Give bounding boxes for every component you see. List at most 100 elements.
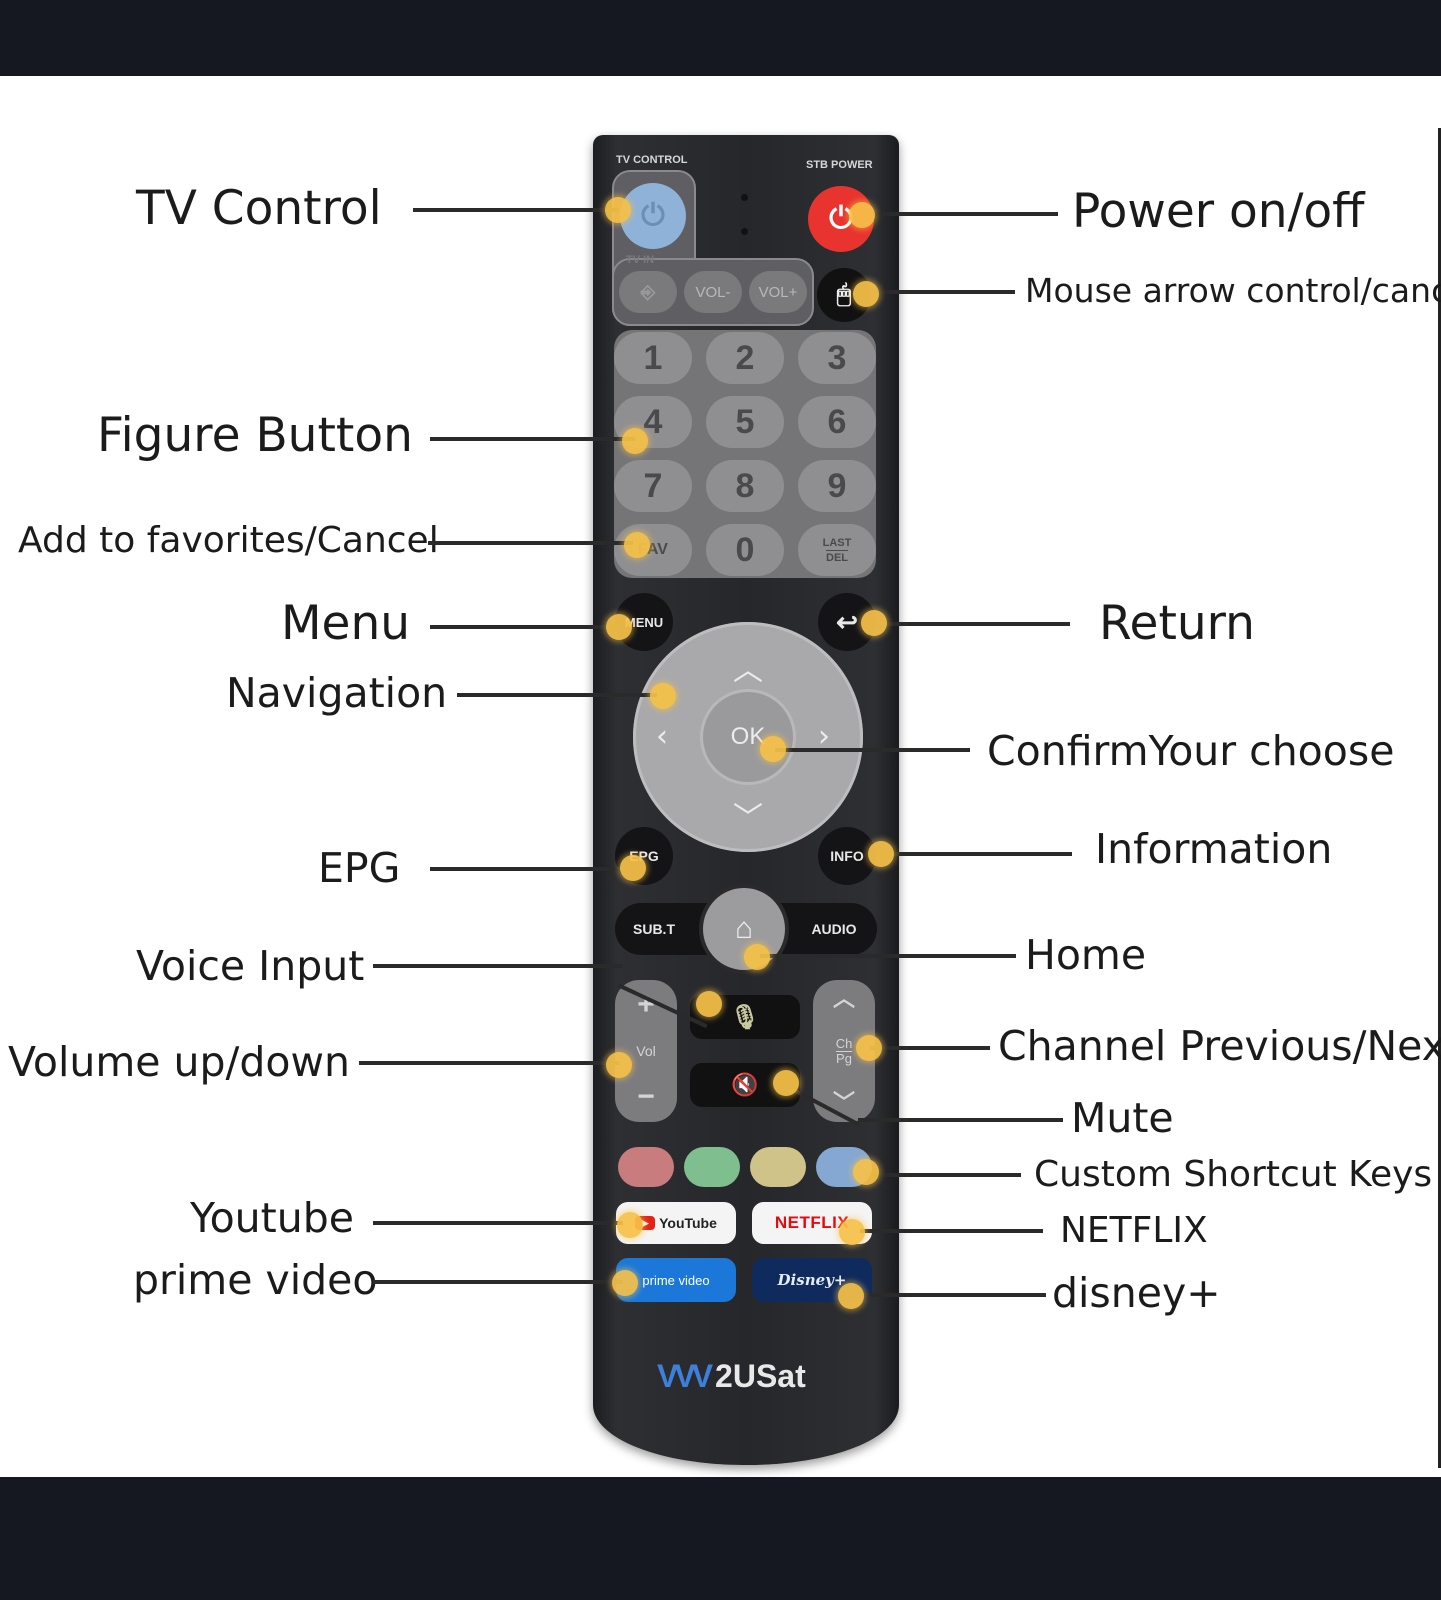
chevron-down-icon: ﹀ bbox=[832, 1090, 855, 1115]
marker-menu bbox=[606, 614, 632, 640]
marker-voice-input bbox=[696, 991, 722, 1017]
info-button[interactable]: INFO bbox=[818, 827, 876, 885]
nav-up-arrow-icon[interactable]: ︿ bbox=[733, 653, 763, 688]
leader-netflix bbox=[860, 1229, 1043, 1233]
label-return: Return bbox=[1099, 596, 1255, 651]
label-information: Information bbox=[1095, 825, 1333, 873]
leader-disney bbox=[860, 1293, 1046, 1297]
label-channel: Channel Previous/Next bbox=[998, 1022, 1441, 1070]
ir-led-dot bbox=[741, 228, 748, 235]
nav-left-arrow-icon[interactable]: ‹ bbox=[656, 719, 668, 754]
label-volume: Volume up/down bbox=[8, 1038, 350, 1086]
brand-name: 2USat bbox=[715, 1358, 806, 1394]
number-key-7[interactable]: 7 bbox=[614, 460, 692, 512]
mouse-button[interactable]: 🖱 bbox=[817, 268, 871, 322]
tv-power-button[interactable]: ⏻ bbox=[620, 183, 686, 249]
ch-label: Ch bbox=[835, 1035, 853, 1051]
leader-figure-button bbox=[430, 437, 635, 441]
marker-tv-control bbox=[605, 197, 631, 223]
red-shortcut-key[interactable] bbox=[618, 1147, 674, 1187]
label-home: Home bbox=[1025, 931, 1147, 979]
number-key-8[interactable]: 8 bbox=[706, 460, 784, 512]
marker-mouse bbox=[853, 281, 879, 307]
top-letterbox-bar bbox=[0, 0, 1441, 76]
ir-led-dot bbox=[741, 194, 748, 201]
leader-mute bbox=[858, 1118, 1063, 1122]
home-icon: ⌂ bbox=[734, 912, 754, 945]
mute-speaker-icon: 🔇 bbox=[731, 1072, 759, 1097]
label-voice-input: Voice Input bbox=[136, 942, 365, 990]
label-prime-video: prime video bbox=[133, 1256, 378, 1304]
right-edge-line bbox=[1438, 128, 1441, 1468]
leader-navigation bbox=[457, 693, 657, 697]
subt-button[interactable]: SUB.T bbox=[633, 921, 675, 937]
label-figure-button: Figure Button bbox=[97, 408, 413, 463]
number-key-9[interactable]: 9 bbox=[798, 460, 876, 512]
volume-rocker[interactable]: + Vol − bbox=[615, 980, 677, 1122]
number-key-2[interactable]: 2 bbox=[706, 332, 784, 384]
audio-button[interactable]: AUDIO bbox=[811, 921, 857, 937]
power-icon: ⏻ bbox=[641, 199, 665, 232]
ch-pg-label: Ch Pg bbox=[835, 1035, 853, 1066]
bottom-letterbox-bar bbox=[0, 1477, 1441, 1600]
leader-voice-input bbox=[373, 964, 623, 968]
brand-logo: VVV 2USat bbox=[657, 1358, 806, 1395]
microphone-icon: 🎙 bbox=[729, 1003, 761, 1031]
label-custom-keys: Custom Shortcut Keys bbox=[1034, 1154, 1433, 1195]
leader-epg bbox=[430, 867, 630, 871]
marker-epg bbox=[620, 855, 646, 881]
leader-confirm bbox=[775, 748, 970, 752]
number-key-1[interactable]: 1 bbox=[614, 332, 692, 384]
label-youtube: Youtube bbox=[190, 1194, 354, 1242]
marker-information bbox=[868, 841, 894, 867]
label-epg: EPG bbox=[318, 844, 401, 892]
marker-disney bbox=[838, 1283, 864, 1309]
leader-custom-keys bbox=[873, 1173, 1021, 1177]
marker-volume bbox=[606, 1052, 632, 1078]
label-navigation: Navigation bbox=[226, 669, 448, 717]
green-shortcut-key[interactable] bbox=[684, 1147, 740, 1187]
label-netflix: NETFLIX bbox=[1060, 1210, 1208, 1251]
label-favorites: Add to favorites/Cancel bbox=[18, 520, 439, 561]
tv-vol-minus-button[interactable]: VOL- bbox=[684, 271, 742, 313]
number-key-6[interactable]: 6 bbox=[798, 396, 876, 448]
last-del-button[interactable]: LAST DEL bbox=[798, 524, 876, 576]
marker-prime-video bbox=[612, 1270, 638, 1296]
number-key-5[interactable]: 5 bbox=[706, 396, 784, 448]
leader-volume bbox=[359, 1061, 619, 1065]
leader-menu bbox=[430, 625, 620, 629]
leader-channel bbox=[870, 1046, 990, 1050]
chevron-up-icon: ︿ bbox=[832, 986, 855, 1011]
del-label: DEL bbox=[826, 549, 848, 564]
leader-favorites bbox=[428, 541, 633, 545]
label-confirm: ConfirmYour choose bbox=[987, 727, 1395, 775]
yellow-shortcut-key[interactable] bbox=[750, 1147, 806, 1187]
label-disney: disney+ bbox=[1052, 1269, 1221, 1317]
mouse-icon: 🖱 bbox=[836, 281, 852, 308]
marker-channel bbox=[856, 1035, 882, 1061]
number-key-0[interactable]: 0 bbox=[706, 524, 784, 576]
leader-return bbox=[877, 622, 1070, 626]
stb-power-caption: STB POWER bbox=[806, 159, 873, 171]
marker-return bbox=[861, 610, 887, 636]
marker-figure-button bbox=[622, 428, 648, 454]
marker-youtube bbox=[617, 1212, 643, 1238]
nav-right-arrow-icon[interactable]: › bbox=[818, 719, 830, 754]
tv-input-button[interactable]: ⎆ bbox=[619, 271, 677, 313]
leader-power bbox=[873, 212, 1058, 216]
leader-home bbox=[760, 954, 1016, 958]
input-source-icon: ⎆ bbox=[640, 281, 656, 302]
tv-vol-plus-button[interactable]: VOL+ bbox=[749, 271, 807, 313]
number-key-3[interactable]: 3 bbox=[798, 332, 876, 384]
label-tv-control: TV Control bbox=[136, 181, 382, 236]
label-mute: Mute bbox=[1071, 1094, 1174, 1142]
youtube-logo-text: YouTube bbox=[659, 1215, 717, 1231]
marker-netflix bbox=[839, 1219, 865, 1245]
marker-home bbox=[744, 944, 770, 970]
nav-down-arrow-icon[interactable]: ﹀ bbox=[733, 801, 763, 836]
leader-youtube bbox=[373, 1221, 623, 1225]
marker-favorites bbox=[624, 532, 650, 558]
pg-label: Pg bbox=[836, 1050, 852, 1066]
ok-button[interactable]: OK bbox=[703, 692, 793, 782]
tv-control-caption: TV CONTROL bbox=[616, 154, 688, 166]
